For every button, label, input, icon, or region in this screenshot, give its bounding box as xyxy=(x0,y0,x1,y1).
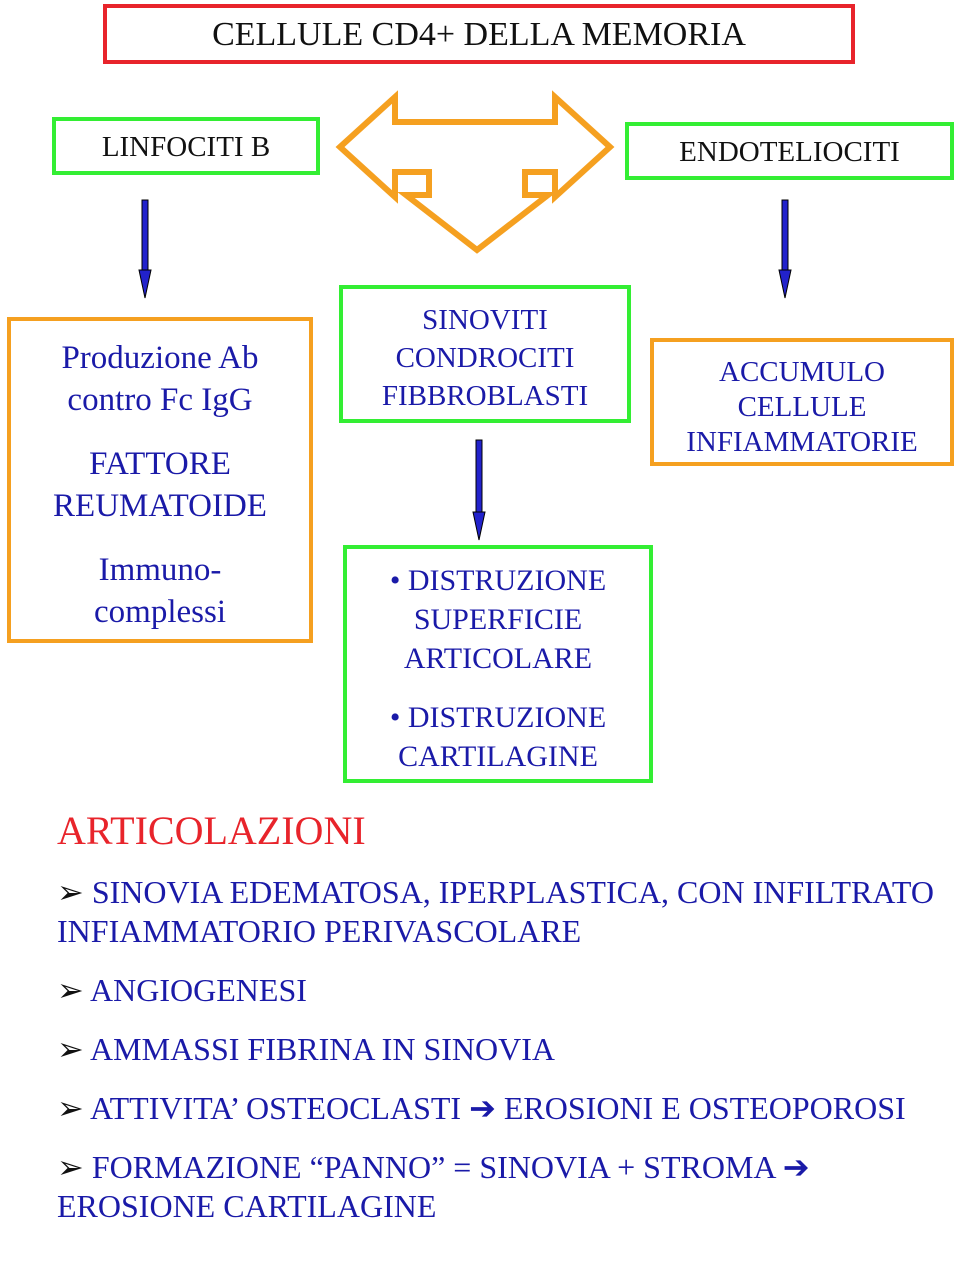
down-arrow-icon-left xyxy=(138,199,152,299)
distruzione-line: SUPERFICIE xyxy=(413,603,583,636)
list-item: ➢ ANGIOGENESI xyxy=(57,972,307,1008)
bullet-dot: • xyxy=(389,701,408,734)
list-item: ➢ FORMAZIONE “PANNO” = SINOVIA + STROMA … xyxy=(57,1149,810,1224)
produzione-line: contro Fc IgG xyxy=(67,382,253,418)
accumulo-line: ACCUMULO xyxy=(719,356,885,388)
distruzione-line: DISTRUZIONE xyxy=(407,564,607,597)
down-arrow-icon-right xyxy=(778,199,792,299)
distruzione-line: CARTILAGINE xyxy=(398,740,598,773)
immuno-line: complessi xyxy=(94,594,226,630)
list-item: ➢ SINOVIA EDEMATOSA, IPERPLASTICA, CON I… xyxy=(57,874,934,949)
distruzione-line: ARTICOLARE xyxy=(403,642,593,675)
sinoviti-box: SINOVITI CONDROCITI FIBBROBLASTI xyxy=(339,285,631,423)
list-item: ➢ AMMASSI FIBRINA IN SINOVIA xyxy=(57,1031,555,1067)
distruzione-box: • DISTRUZIONE SUPERFICIE ARTICOLARE • DI… xyxy=(343,545,653,783)
immuno-line: Immuno- xyxy=(98,552,222,588)
endoteliociti-box: ENDOTELIOCITI xyxy=(625,122,954,180)
accumulo-line: CELLULE xyxy=(737,391,867,423)
distruzione-line: DISTRUZIONE xyxy=(407,701,607,734)
fattore-line: REUMATOIDE xyxy=(53,488,267,524)
sinoviti-line: SINOVITI xyxy=(422,304,548,336)
produzione-ab-box: Produzione Ab contro Fc IgG FATTORE REUM… xyxy=(7,317,313,643)
diagram-title: CELLULE CD4+ DELLA MEMORIA xyxy=(103,4,855,64)
articolazioni-heading: ARTICOLAZIONI xyxy=(57,808,366,853)
linfociti-b-box: LINFOCITI B xyxy=(52,117,320,175)
sinoviti-line: FIBBROBLASTI xyxy=(381,380,589,412)
articolazioni-list: ➢ SINOVIA EDEMATOSA, IPERPLASTICA, CON I… xyxy=(57,873,937,1246)
accumulo-line: INFIAMMATORIE xyxy=(686,426,918,458)
list-item: ➢ ATTIVITA’ OSTEOCLASTI ➔ EROSIONI E OST… xyxy=(57,1090,906,1126)
three-way-arrow-icon xyxy=(335,90,615,254)
arrowhead-bullet-icon: ➢ xyxy=(57,1149,92,1185)
produzione-line: Produzione Ab xyxy=(61,340,259,376)
sinoviti-line: CONDROCITI xyxy=(395,342,575,374)
arrowhead-bullet-icon: ➢ xyxy=(57,874,92,910)
arrowhead-bullet-icon: ➢ xyxy=(57,1031,91,1067)
arrowhead-bullet-icon: ➢ xyxy=(57,972,91,1008)
fattore-line: FATTORE xyxy=(89,446,231,482)
arrowhead-bullet-icon: ➢ xyxy=(57,1090,91,1126)
accumulo-box: ACCUMULO CELLULE INFIAMMATORIE xyxy=(650,338,954,466)
down-arrow-icon-center xyxy=(472,439,486,541)
bullet-dot: • xyxy=(389,564,408,597)
